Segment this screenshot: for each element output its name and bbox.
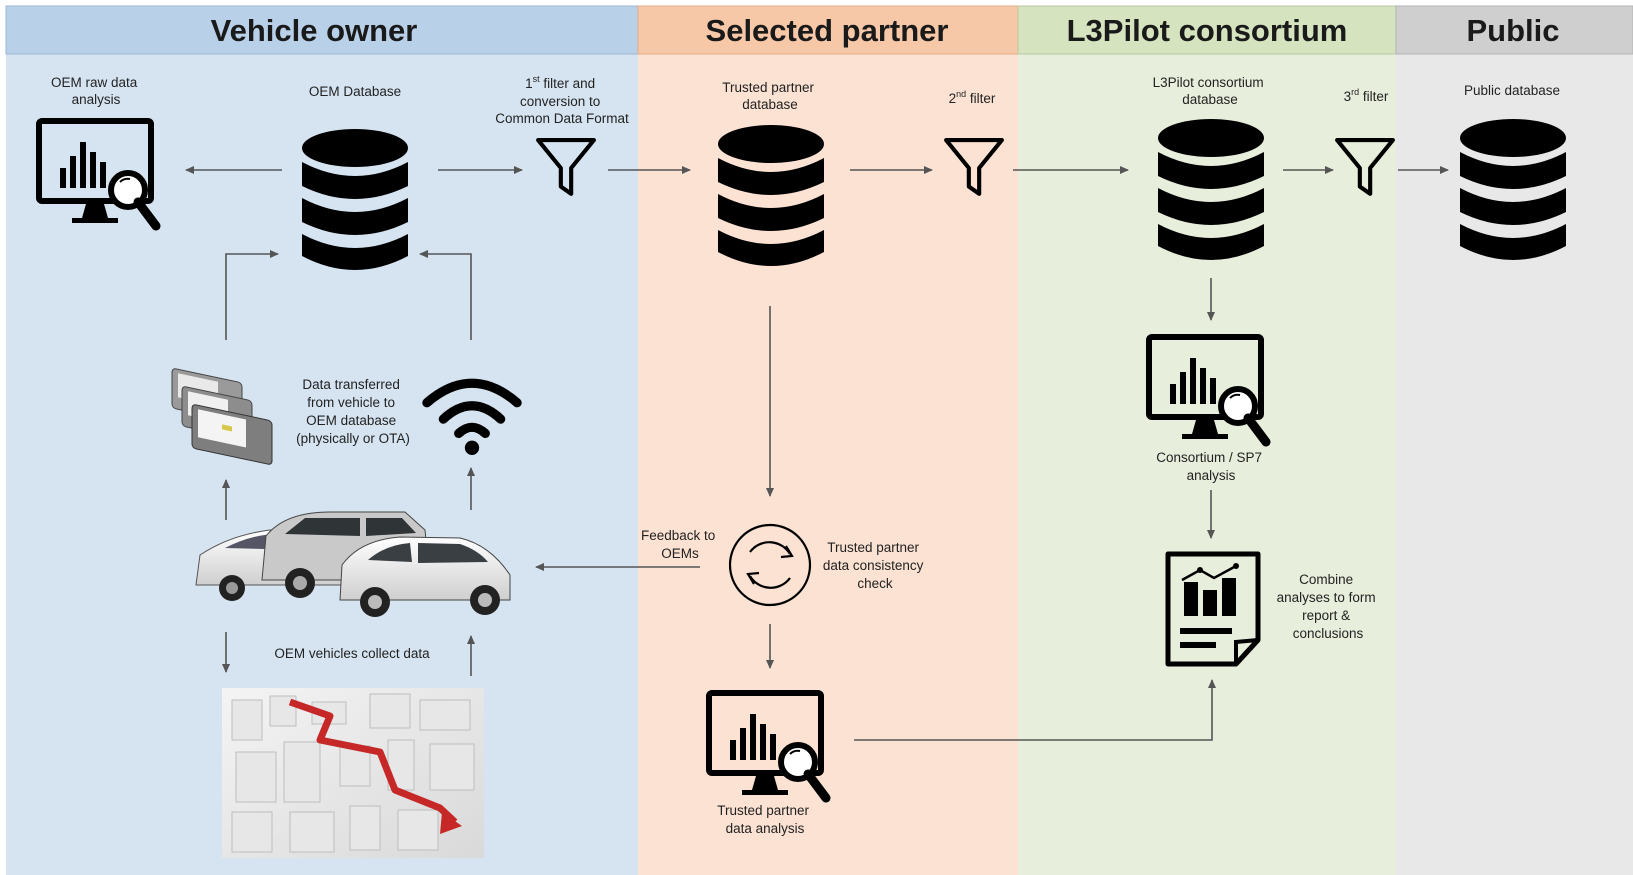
flow-arrows — [185, 166, 1449, 741]
label-trusted-analysis-1: Trusted partner — [717, 803, 809, 818]
label-l3-db-2: database — [1182, 92, 1238, 107]
label-l3-db-1: L3Pilot consortium — [1153, 75, 1264, 90]
city-route-map-icon — [222, 688, 484, 858]
arrow-hdd-to-db — [225, 250, 279, 340]
l3pilot-database-node: L3Pilot consortium database — [1153, 75, 1268, 260]
oem-raw-analysis-node: OEM raw data analysis — [39, 75, 156, 226]
lane-title-l3pilot-consortium: L3Pilot consortium — [1067, 13, 1348, 48]
label-consortium-analysis-1: Consortium / SP7 — [1156, 450, 1262, 465]
label-transfer-4: (physically or OTA) — [296, 431, 410, 446]
label-combine-4: conclusions — [1293, 626, 1364, 641]
arrow-wifi-to-db — [419, 250, 472, 340]
label-filter1-sup: st — [533, 74, 541, 84]
label-trusted-analysis-2: data analysis — [726, 821, 805, 836]
label-filter1-line2: conversion to — [520, 94, 600, 109]
svg-text:Combine analyses to form: Combine analyses to form report & conclu… — [1277, 572, 1380, 641]
report-node: Combine analyses to form report & conclu… — [1165, 551, 1380, 667]
label-filter1-num: 1 — [525, 76, 533, 91]
hard-drives-icon — [171, 368, 273, 465]
svg-text:Feedback to OEMs: Feedback to OEMs — [641, 528, 719, 561]
label-filter1-rest: filter and — [540, 76, 596, 91]
label-filter3-num: 3 — [1344, 89, 1352, 104]
label-consistency-2: data consistency — [823, 558, 924, 573]
hard-drives-node: Data transferred from vehicle to OEM dat… — [171, 368, 410, 465]
label-oem-vehicles-collect: OEM vehicles collect data — [274, 646, 430, 661]
label-oem-database: OEM Database — [309, 84, 401, 99]
label-filter3-rest: filter — [1359, 89, 1389, 104]
label-feedback-2: OEMs — [661, 546, 699, 561]
label-combine-1: Combine — [1299, 572, 1353, 587]
report-document-icon — [1165, 551, 1261, 667]
label-filter2-num: 2 — [949, 91, 957, 106]
label-transfer-1: Data transferred — [302, 377, 400, 392]
svg-text:Trusted partner data ana: Trusted partner data analysis — [717, 803, 813, 836]
consistency-check-node: Trusted partner data consistency check F… — [641, 523, 927, 607]
trusted-analysis-node: Trusted partner data analysis — [709, 693, 826, 836]
label-filter2-rest: filter — [966, 91, 996, 106]
label-trusted-db-2: database — [742, 97, 798, 112]
svg-text:1st filter and conversio: 1st filter and conversion to Common Data… — [495, 74, 629, 126]
filter-1-node: 1st filter and conversion to Common Data… — [495, 74, 629, 194]
label-consistency-3: check — [857, 576, 893, 591]
label-public-db: Public database — [1464, 83, 1560, 98]
svg-text:Trusted partner database: Trusted partner database — [722, 80, 818, 112]
label-oem-raw-1: OEM raw data — [51, 75, 138, 90]
label-combine-3: report & — [1302, 608, 1350, 623]
filter-3-node: 3rd filter — [1337, 87, 1393, 194]
label-filter1-line3: Common Data Format — [495, 111, 629, 126]
label-combine-2: analyses to form — [1277, 590, 1376, 605]
lane-title-public: Public — [1466, 13, 1559, 48]
vehicles-icon — [195, 511, 511, 617]
svg-text:L3Pilot consortium datab: L3Pilot consortium database — [1153, 75, 1268, 107]
svg-text:2nd filter: 2nd filter — [949, 89, 996, 106]
label-consistency-1: Trusted partner — [827, 540, 919, 555]
lane-selected-partner: Selected partner — [637, 5, 1019, 875]
label-transfer-2: from vehicle to — [307, 395, 395, 410]
label-oem-raw-2: analysis — [72, 92, 121, 107]
label-trusted-db-1: Trusted partner — [722, 80, 814, 95]
lane-title-selected-partner: Selected partner — [706, 13, 949, 48]
lane-title-vehicle-owner: Vehicle owner — [211, 13, 418, 48]
public-database-node: Public database — [1460, 83, 1566, 260]
car-golf — [339, 536, 511, 617]
consortium-analysis-node: Consortium / SP7 analysis — [1149, 337, 1266, 483]
svg-text:OEM raw data analysis: OEM raw data analysis — [51, 75, 141, 107]
svg-text:Consortium / SP7 analysi: Consortium / SP7 analysis — [1156, 450, 1266, 483]
label-transfer-3: OEM database — [306, 413, 396, 428]
label-filter3-sup: rd — [1351, 87, 1359, 97]
filter-2-node: 2nd filter — [946, 89, 1002, 194]
consistency-check-icon — [728, 523, 812, 607]
arrow-trusted-analysis-to-report — [854, 679, 1216, 741]
trusted-database-node: Trusted partner database — [718, 80, 824, 266]
label-consortium-analysis-2: analysis — [1187, 468, 1236, 483]
oem-database-node: OEM Database — [302, 84, 408, 270]
svg-text:3rd filter: 3rd filter — [1344, 87, 1389, 104]
svg-text:Data transferred from ve: Data transferred from vehicle to OEM dat… — [296, 377, 410, 446]
label-feedback-1: Feedback to — [641, 528, 715, 543]
svg-text:Trusted partner data con: Trusted partner data consistency check — [823, 540, 927, 591]
label-filter2-sup: nd — [956, 89, 966, 99]
